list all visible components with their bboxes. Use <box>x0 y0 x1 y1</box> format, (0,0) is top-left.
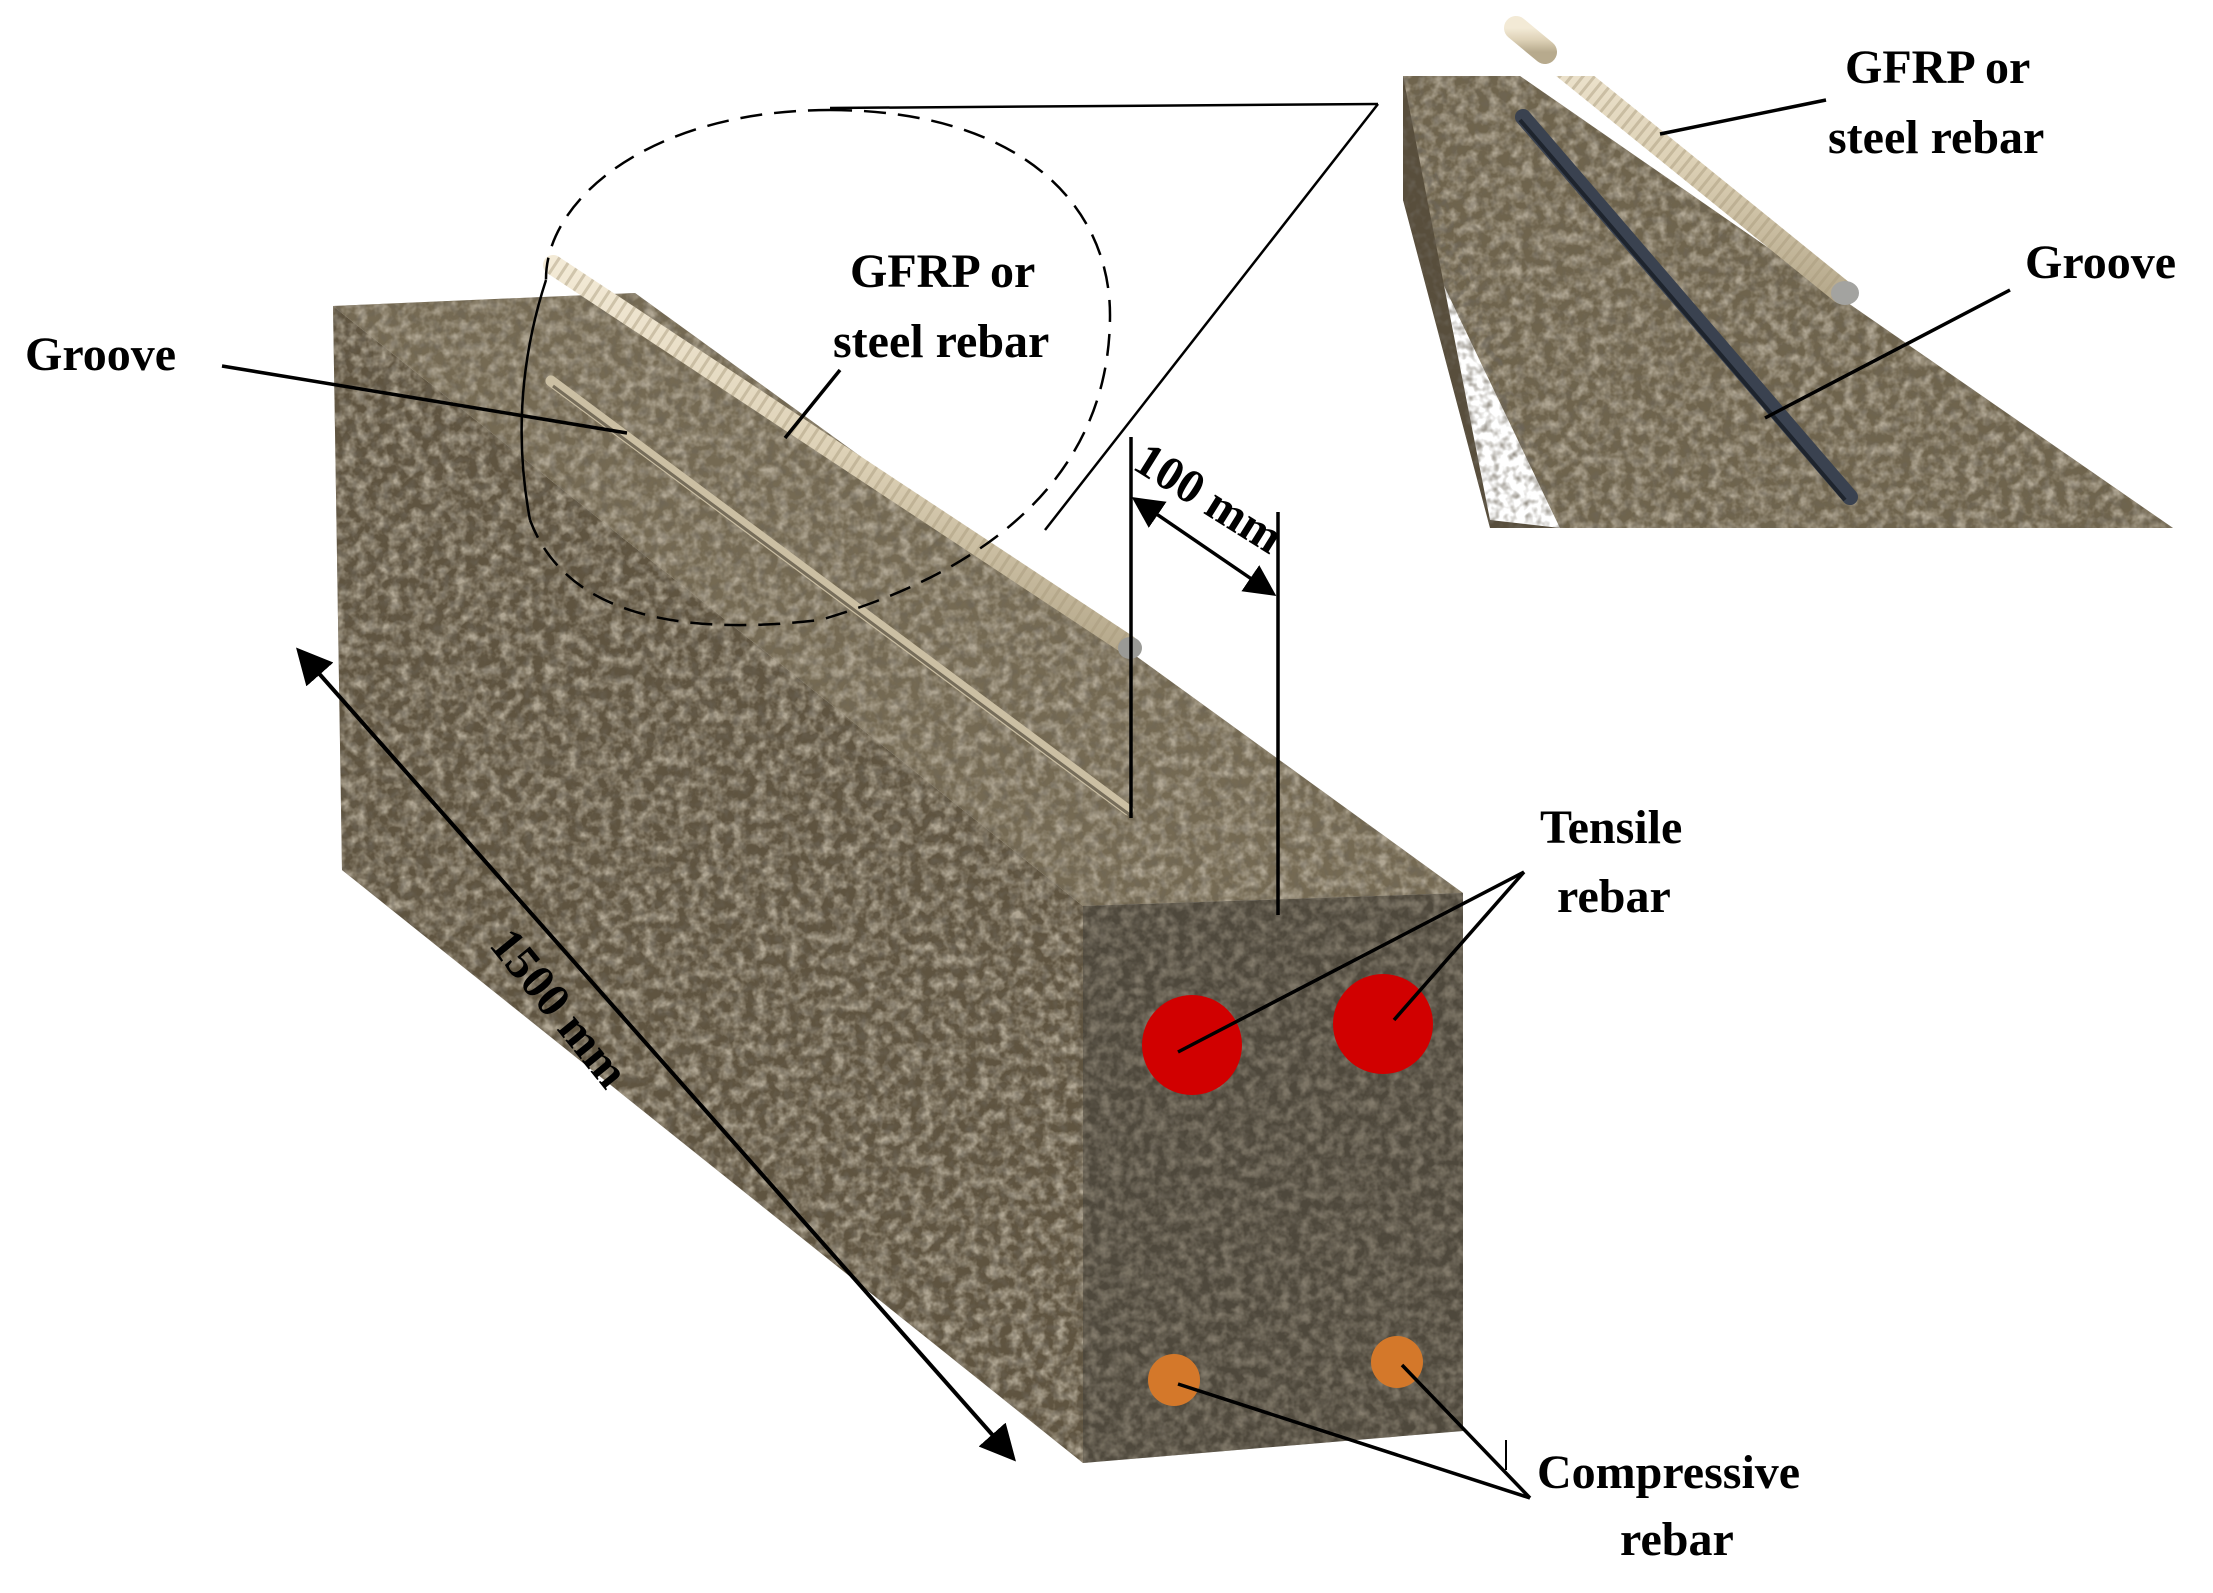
compressive-label-line1: Compressive <box>1537 1446 1800 1499</box>
rebar-inset-leader <box>1659 98 1827 136</box>
zoom-circle <box>520 102 1379 627</box>
groove-inset-leader <box>1764 288 2011 420</box>
groove-leader <box>221 364 628 435</box>
groove-label: Groove <box>25 328 176 381</box>
groove-slot-shadow <box>552 384 1131 817</box>
tensile-rebar-right <box>1333 974 1433 1074</box>
beam-top-grain <box>333 293 1463 906</box>
tensile-label-line1: Tensile <box>1540 801 1682 854</box>
length-dimension-arrow <box>296 647 1016 1462</box>
rebar-inset-label-line2: steel rebar <box>1828 111 2044 164</box>
groove-slot <box>545 375 1134 816</box>
spacing-arrow <box>1131 497 1277 596</box>
rebar-main-label-line1: GFRP or <box>850 245 1035 298</box>
rebar-inset-label-line1: GFRP or <box>1845 41 2030 94</box>
tensile-leader-left <box>1177 870 1525 1054</box>
rebar-main-leader <box>783 368 842 440</box>
spacing-dimension-label: 100 mm <box>1125 432 1292 564</box>
compressive-label-line2: rebar <box>1620 1513 1734 1566</box>
groove-inset-label: Groove <box>2025 236 2176 289</box>
tensile-label-line2: rebar <box>1557 870 1671 923</box>
concrete-beam <box>333 255 1463 1463</box>
inset-groove <box>1515 109 1858 505</box>
compressive-rebar-left <box>1148 1354 1200 1406</box>
inset-zoom-view <box>1403 76 2173 528</box>
compressive-leader-right <box>1400 1363 1532 1500</box>
tensile-leader-right <box>1392 870 1526 1022</box>
spacing-dimension <box>1129 437 1280 915</box>
leader-lines <box>221 98 2011 1500</box>
inset-gfrp-bar-tip <box>1504 16 1557 64</box>
compressive-leader-left <box>1177 1382 1531 1500</box>
inset-gfrp-bar <box>1556 76 1854 304</box>
gfrp-bar <box>543 255 1138 655</box>
rebar-main-label-line2: steel rebar <box>833 315 1049 368</box>
